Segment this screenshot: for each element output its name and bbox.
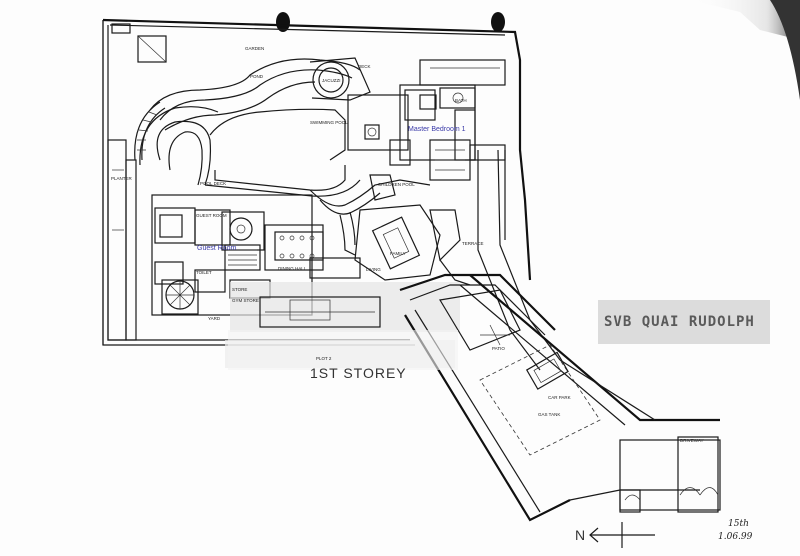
toilet-label: TOILET [196,270,212,275]
pool-deck-label: POOL DECK [200,181,226,186]
left-planters [107,139,137,341]
living-label: LIVING [366,267,381,272]
jacuzzi-label: JACUZZI [322,78,341,83]
label-patch [228,330,458,370]
deck-label: DECK [358,64,371,69]
family-label: FAMILY [390,251,406,256]
gym-store-label: GYM STORE [232,298,259,303]
north-letter: N [575,527,586,543]
stamp: SVB QUAI RUDOLPH [598,300,770,344]
curved-steps [134,101,166,161]
storey-label: 1ST STOREY [310,365,407,381]
date-line-2: 1.06.99 [718,532,753,542]
store-label: STORE [232,287,247,292]
guest-room-label: Guest Room [197,245,236,252]
right-walkway [477,149,561,371]
swimming-pool-label: SWIMMING POOL [310,120,348,125]
pond-outline [139,58,361,186]
childrens-pool-label: CHILDREN POOL [378,182,415,187]
living-block [354,204,471,286]
pond-label: POND [250,74,264,79]
binder-hole-right [491,12,505,32]
jacuzzi [309,57,371,101]
driveway-label: DRIVEWAY [680,438,704,443]
yard-label: YARD [208,316,221,321]
dining-label: DINING HALL [278,266,307,271]
labels: Master Bedroom 1 Guest Room 1ST STOREY P… [111,46,704,443]
binder-hole-left [276,12,290,32]
guest-room-small-label: GUEST ROOM [196,213,227,218]
terrace-label: TERRACE [462,241,484,246]
planter-label: PLANTER [111,176,133,181]
patio-label: PATIO [492,346,505,351]
stamp-text: SVB QUAI RUDOLPH [604,314,755,330]
scan-shadow-dark [770,0,800,100]
bath-label: BATH [455,98,467,103]
gas-tank-label: GAS TANK [538,412,560,417]
master-bedroom-complex [347,59,506,181]
date-line-1: 15th [728,519,749,529]
childrens-pool [309,174,431,256]
car-park-label: CAR PARK [548,395,571,400]
north-arrow: N [575,522,655,548]
entrance-patio [399,273,556,351]
master-bedroom-label: Master Bedroom 1 [408,126,466,133]
plot-label: PLOT 2 [316,356,332,361]
scan-shadow [690,0,800,40]
top-left-block [111,23,167,63]
garden-label: GARDEN [245,46,264,51]
